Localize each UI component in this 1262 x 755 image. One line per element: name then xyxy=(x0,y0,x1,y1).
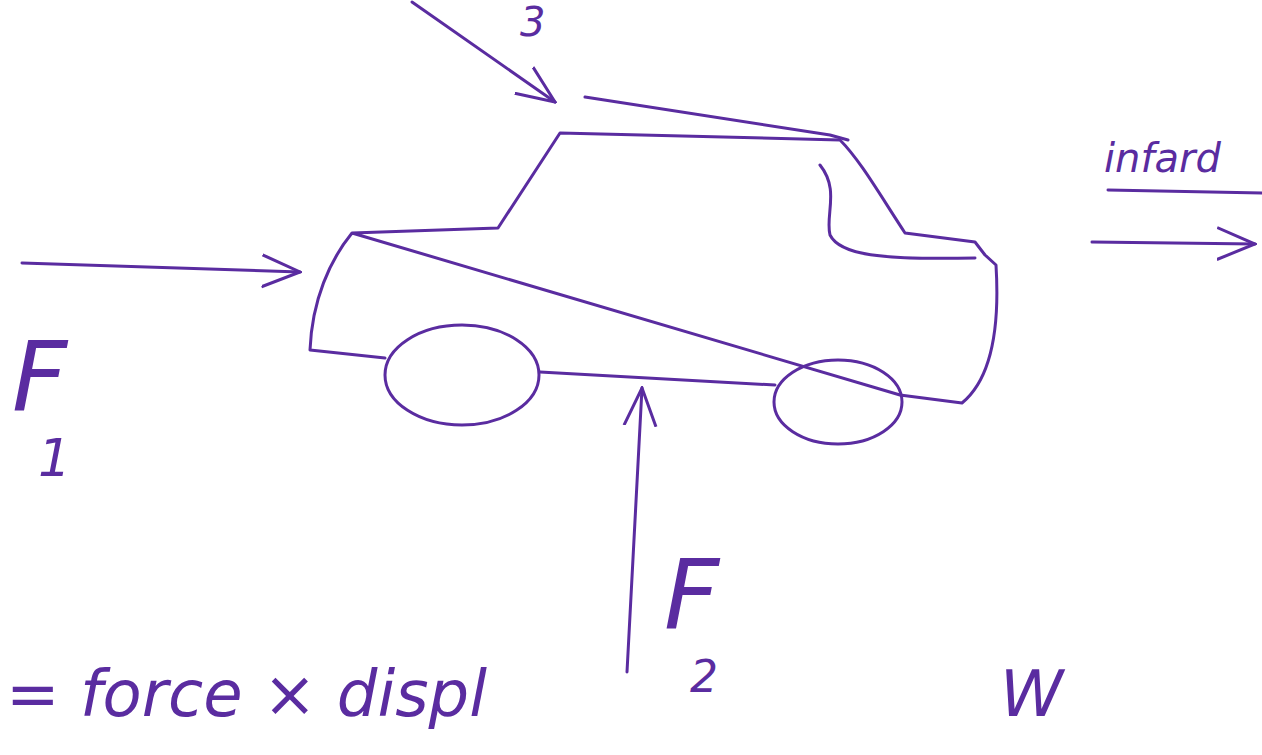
force-symbol: F xyxy=(664,548,719,644)
car-roof-line xyxy=(585,97,848,140)
force-arrow xyxy=(22,263,300,272)
force-arrow xyxy=(412,2,555,102)
force-subscript: 3 xyxy=(520,2,545,42)
force-subscript: 2 xyxy=(690,655,718,699)
force-symbol: F xyxy=(12,330,67,426)
underline xyxy=(1108,190,1262,193)
force-arrow xyxy=(627,388,642,672)
car-body xyxy=(310,133,997,403)
work-formula: W xyxy=(1000,662,1063,726)
direction-arrow xyxy=(1092,242,1255,244)
force-subscript: 1 xyxy=(38,432,71,484)
car-rear-window xyxy=(820,165,975,258)
car-wheel xyxy=(774,360,902,444)
work-formula: = force × displ xyxy=(6,662,487,726)
car-wheel xyxy=(385,325,539,425)
direction-note: infard xyxy=(1104,138,1221,178)
